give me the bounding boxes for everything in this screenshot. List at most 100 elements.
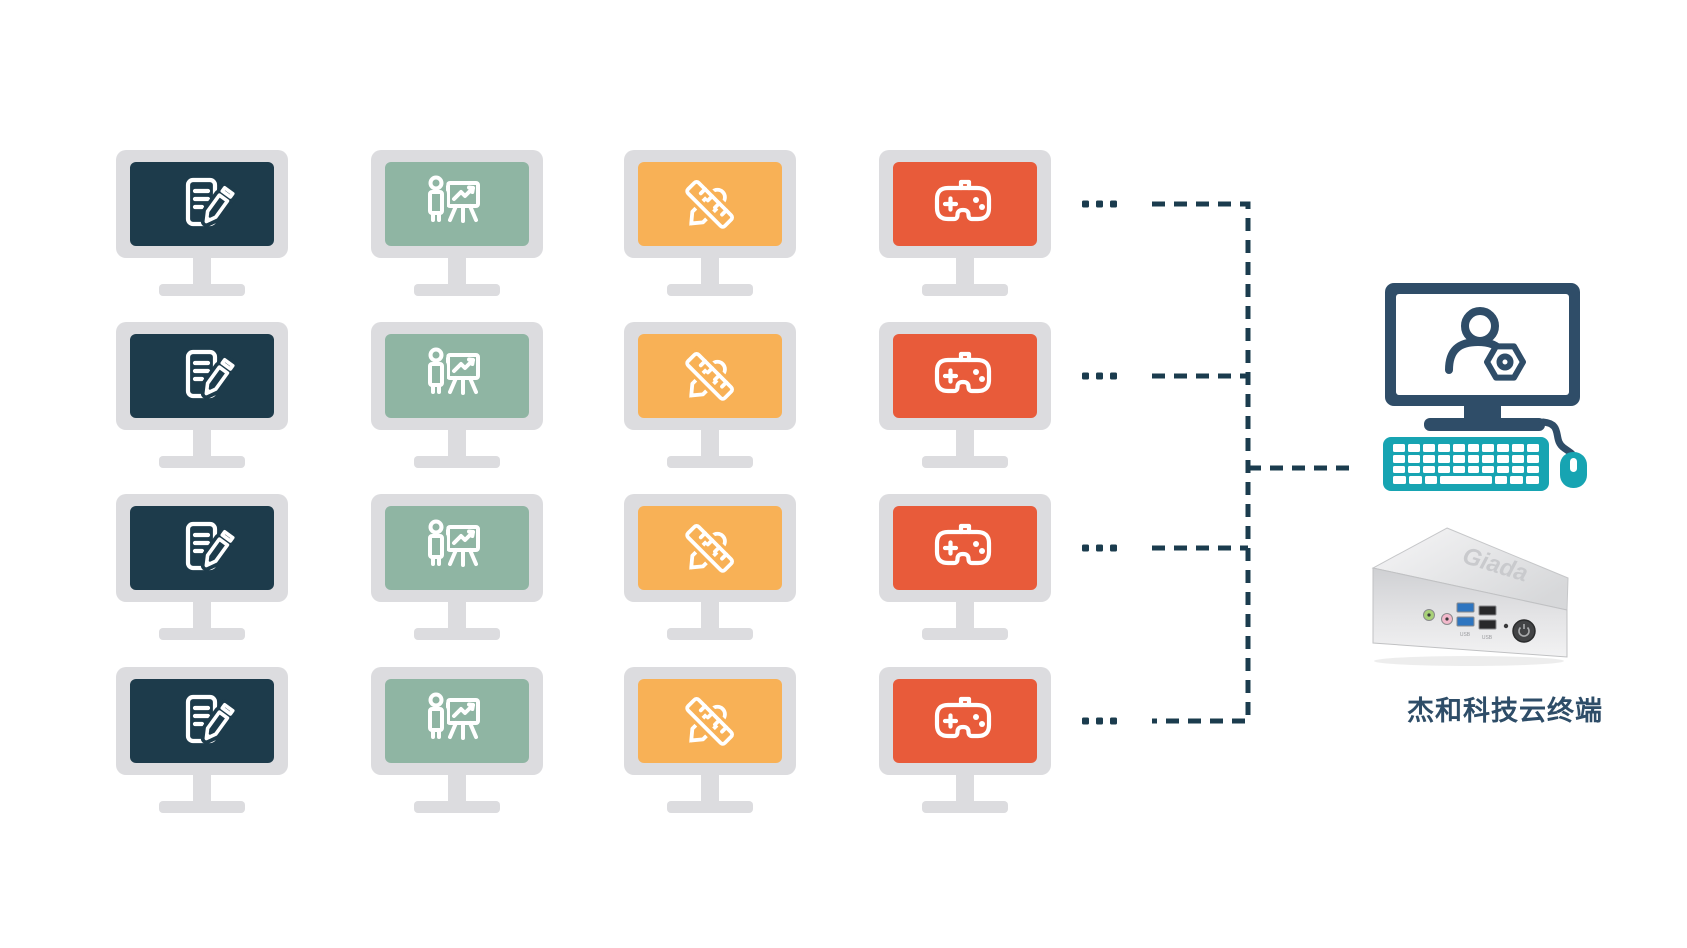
keyboard-key (1393, 444, 1405, 452)
monitor-stand-neck (701, 771, 719, 803)
monitor-frame (624, 322, 796, 430)
presenter-chart-icon (425, 689, 480, 740)
monitor-stand-base (922, 801, 1008, 813)
device-shadow (1374, 656, 1564, 666)
monitor-frame (624, 494, 796, 602)
document-pencil-icon (185, 694, 239, 745)
monitor-screen (893, 162, 1037, 246)
monitor-frame (371, 667, 543, 775)
keyboard-key (1424, 476, 1438, 484)
monitor-stand-base (159, 628, 245, 640)
monitor-screen (638, 506, 782, 590)
monitor-stand-base (667, 456, 753, 468)
presenter-chart-icon (425, 172, 480, 223)
dashed-connector-line (1152, 201, 1251, 724)
monitor-screen (130, 679, 274, 763)
reset-hole (1503, 623, 1509, 629)
keyboard-key (1452, 444, 1465, 452)
monitor-stand-neck (193, 254, 211, 286)
monitor-frame (116, 322, 288, 430)
mic-jack-icon (1441, 613, 1453, 625)
monitor-frame (116, 667, 288, 775)
monitor-stand-neck (701, 426, 719, 458)
monitor-stand-base (414, 456, 500, 468)
monitor-stand-neck (701, 598, 719, 630)
admin-monitor-screen (1396, 294, 1569, 395)
keyboard-key (1437, 444, 1450, 452)
monitor-stand-base (414, 801, 500, 813)
mouse-scroll-slot (1570, 458, 1577, 472)
keyboard-key (1497, 444, 1510, 452)
ruler-pencil-icon (682, 693, 738, 749)
monitor-stand-neck (448, 771, 466, 803)
monitor-screen (638, 334, 782, 418)
monitor-stand-base (922, 284, 1008, 296)
monitor-screen (385, 679, 529, 763)
monitor-frame (371, 494, 543, 602)
admin-monitor-neck (1464, 404, 1501, 420)
keyboard-key (1422, 444, 1435, 452)
keyboard-key (1407, 465, 1420, 474)
keyboard-key (1437, 465, 1450, 474)
monitor-stand-base (159, 801, 245, 813)
usb-port-label: USB (1460, 632, 1471, 638)
gamepad-icon (934, 179, 992, 222)
spacebar-key (1440, 476, 1492, 484)
user-settings-icon (1445, 307, 1526, 381)
monitor-frame (879, 322, 1051, 430)
monitor-stand-neck (448, 598, 466, 630)
keyboard-key (1393, 476, 1406, 484)
keyboard-row (1393, 476, 1539, 484)
monitor-frame (879, 494, 1051, 602)
monitor-stand-neck (956, 254, 974, 286)
monitor-stand-base (667, 628, 753, 640)
keyboard-key (1526, 476, 1539, 484)
ellipsis-dot-icon (1096, 200, 1103, 208)
monitor-stand-base (922, 456, 1008, 468)
keyboard-key (1512, 444, 1525, 452)
monitor-stand-base (667, 801, 753, 813)
ellipsis-dot-icon (1082, 717, 1089, 725)
keyboard-key (1407, 444, 1420, 452)
keyboard-key (1467, 454, 1480, 463)
keyboard-row (1393, 465, 1540, 474)
admin-monitor-base (1424, 418, 1545, 431)
keyboard (1383, 437, 1549, 491)
ellipsis-dot-icon (1110, 544, 1117, 552)
device-front-ports: USB USB (1423, 602, 1536, 643)
usb-port-icon (1456, 616, 1475, 627)
keyboard-key (1482, 465, 1495, 474)
device-top-face (1371, 527, 1569, 611)
monitor-screen (893, 334, 1037, 418)
keyboard-row (1393, 454, 1540, 463)
presenter-chart-icon (425, 516, 480, 567)
monitor-stand-base (922, 628, 1008, 640)
keyboard-key (1467, 465, 1480, 474)
monitor-screen (130, 334, 274, 418)
keyboard-key (1512, 465, 1525, 474)
monitor-frame (624, 667, 796, 775)
document-pencil-icon (185, 177, 239, 228)
ruler-pencil-icon (682, 176, 738, 232)
keyboard-key (1452, 465, 1465, 474)
ellipsis-dot-icon (1096, 372, 1103, 380)
keyboard-key (1467, 444, 1480, 452)
monitor-stand-neck (193, 771, 211, 803)
usb-port-icon (1478, 619, 1497, 630)
monitor-screen (893, 679, 1037, 763)
monitor-screen (385, 506, 529, 590)
keyboard-key (1527, 454, 1540, 463)
power-glyph (1518, 626, 1530, 637)
keyboard-key (1393, 465, 1405, 474)
power-button-icon (1512, 619, 1536, 643)
monitor-frame (371, 322, 543, 430)
usb-port-label: USB (1482, 635, 1493, 641)
monitor-stand-base (414, 284, 500, 296)
document-pencil-icon (185, 521, 239, 572)
monitor-screen (130, 162, 274, 246)
monitor-frame (116, 150, 288, 258)
ellipsis-dot-icon (1082, 200, 1089, 208)
monitor-stand-neck (956, 426, 974, 458)
keyboard-key (1494, 476, 1508, 484)
keyboard-key (1527, 444, 1540, 452)
